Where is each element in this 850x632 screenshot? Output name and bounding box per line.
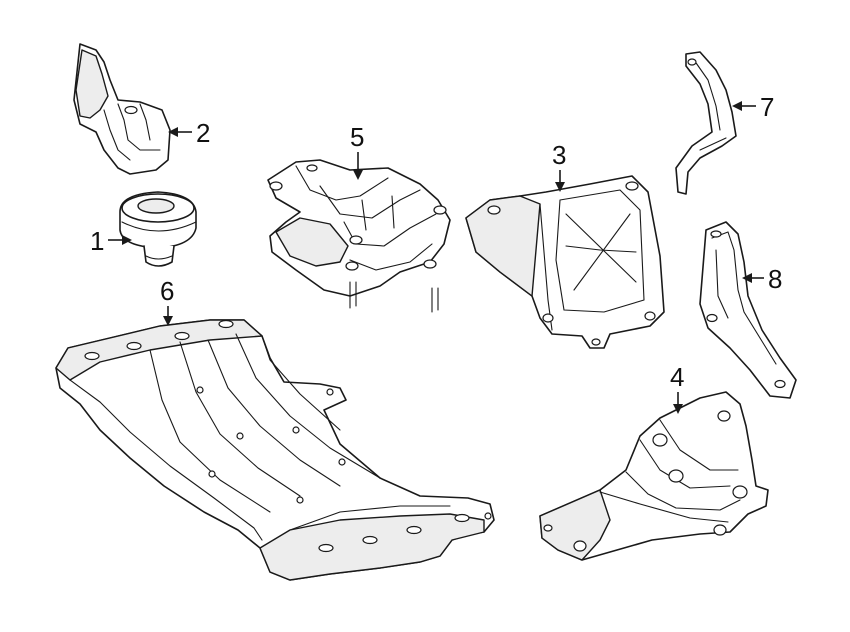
part-6-crossmember xyxy=(55,319,495,581)
callout-7: 7 xyxy=(732,92,774,122)
callout-8: 8 xyxy=(742,264,782,294)
callout-label-7: 7 xyxy=(760,92,774,122)
part-3-bracket xyxy=(465,175,665,349)
part-8-bracket xyxy=(699,221,797,399)
part-4-bracket xyxy=(539,391,769,561)
part-1-mount xyxy=(119,191,197,267)
callout-label-4: 4 xyxy=(670,362,684,392)
callout-5: 5 xyxy=(350,122,364,180)
part-2-shield xyxy=(73,43,171,175)
callout-label-2: 2 xyxy=(196,118,210,148)
callout-label-6: 6 xyxy=(160,276,174,306)
callout-4: 4 xyxy=(670,362,684,414)
callout-6: 6 xyxy=(160,276,174,326)
part-5-bracket xyxy=(267,159,451,313)
callout-1: 1 xyxy=(90,226,132,256)
part-7-strap xyxy=(675,51,737,195)
callout-2: 2 xyxy=(168,118,210,148)
callout-label-1: 1 xyxy=(90,226,104,256)
callout-label-5: 5 xyxy=(350,122,364,152)
callout-label-3: 3 xyxy=(552,140,566,170)
callout-3: 3 xyxy=(552,140,566,192)
callout-label-8: 8 xyxy=(768,264,782,294)
